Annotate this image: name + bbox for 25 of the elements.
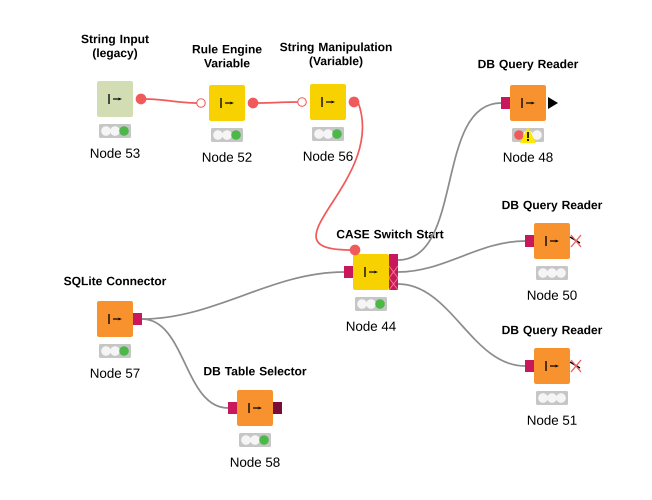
node-title: String Input (legacy) <box>81 34 149 60</box>
node-title: SQLite Connector <box>64 276 166 288</box>
connection-line <box>145 98 198 104</box>
node-number: Node 51 <box>528 415 577 425</box>
connection-line <box>315 102 364 251</box>
node-number: Node 50 <box>528 290 577 300</box>
node-title: Rule Engine Variable <box>192 44 262 68</box>
node-number: Node 58 <box>230 457 280 467</box>
connection-line <box>142 271 344 320</box>
node-number: Node 52 <box>202 152 252 162</box>
connection-line <box>398 240 526 273</box>
node-title: DB Table Selector <box>204 366 306 376</box>
node-title: DB Query Reader <box>502 200 602 212</box>
connection-line <box>398 102 502 261</box>
connection-line <box>398 283 526 367</box>
node-number: Node 57 <box>90 368 140 378</box>
connection-line <box>142 318 228 409</box>
node-number: Node 53 <box>90 148 140 158</box>
node-number: Node 56 <box>304 151 353 161</box>
connection-line <box>257 101 298 104</box>
node-number: Node 44 <box>346 321 396 331</box>
node-number: Node 48 <box>504 152 553 162</box>
node-title: DB Query Reader <box>478 59 578 71</box>
node-title: String Manipulation (Variable) <box>280 42 392 68</box>
node-title: DB Query Reader <box>502 325 602 337</box>
